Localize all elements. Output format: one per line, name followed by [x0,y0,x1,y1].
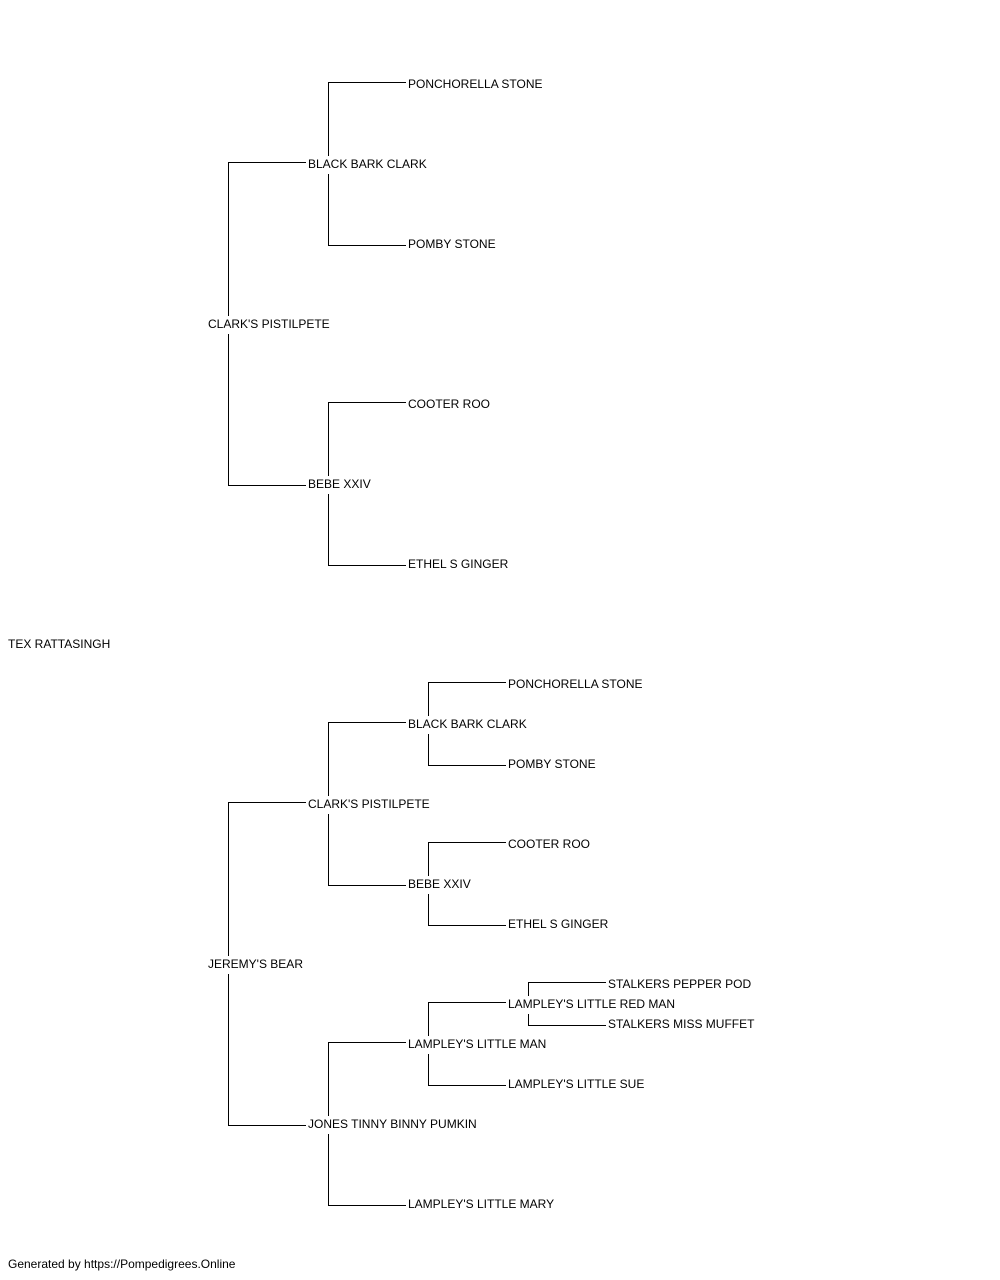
subject-name: TEX RATTASINGH [8,637,111,651]
dam-sire-dam-dam-name: ETHEL S GINGER [508,917,609,931]
sire-sire-name: BLACK BARK CLARK [308,157,427,171]
dam-sire-sire-sire-name: PONCHORELLA STONE [508,677,643,691]
sire-dam-name: BEBE XXIV [308,477,371,491]
dam-name: JEREMY'S BEAR [208,957,303,971]
sire-dam-dam-name: ETHEL S GINGER [408,557,509,571]
sire-sire-sire-name: PONCHORELLA STONE [408,77,543,91]
sire-name: CLARK'S PISTILPETE [208,317,330,331]
dam-dam-sire-sire-name: LAMPLEY'S LITTLE RED MAN [508,997,676,1011]
dam-dam-sire-name: LAMPLEY'S LITTLE MAN [408,1037,547,1051]
dam-dam-sire-sire-sire-name: STALKERS PEPPER POD [608,977,752,991]
dam-dam-name: JONES TINNY BINNY PUMKIN [308,1117,477,1131]
sire-sire-dam-name: POMBY STONE [408,237,496,251]
dam-sire-dam-name: BEBE XXIV [408,877,471,891]
sire-dam-sire-name: COOTER ROO [408,397,491,411]
dam-sire-sire-name: BLACK BARK CLARK [408,717,527,731]
dam-dam-dam-name: LAMPLEY'S LITTLE MARY [408,1197,555,1211]
footer-credit: Generated by https://Pompedigrees.Online [8,1257,236,1271]
dam-dam-sire-sire-dam-name: STALKERS MISS MUFFET [608,1017,755,1031]
dam-sire-sire-dam-name: POMBY STONE [508,757,596,771]
dam-dam-sire-dam-name: LAMPLEY'S LITTLE SUE [508,1077,645,1091]
dam-sire-dam-sire-name: COOTER ROO [508,837,591,851]
dam-sire-name: CLARK'S PISTILPETE [308,797,430,811]
